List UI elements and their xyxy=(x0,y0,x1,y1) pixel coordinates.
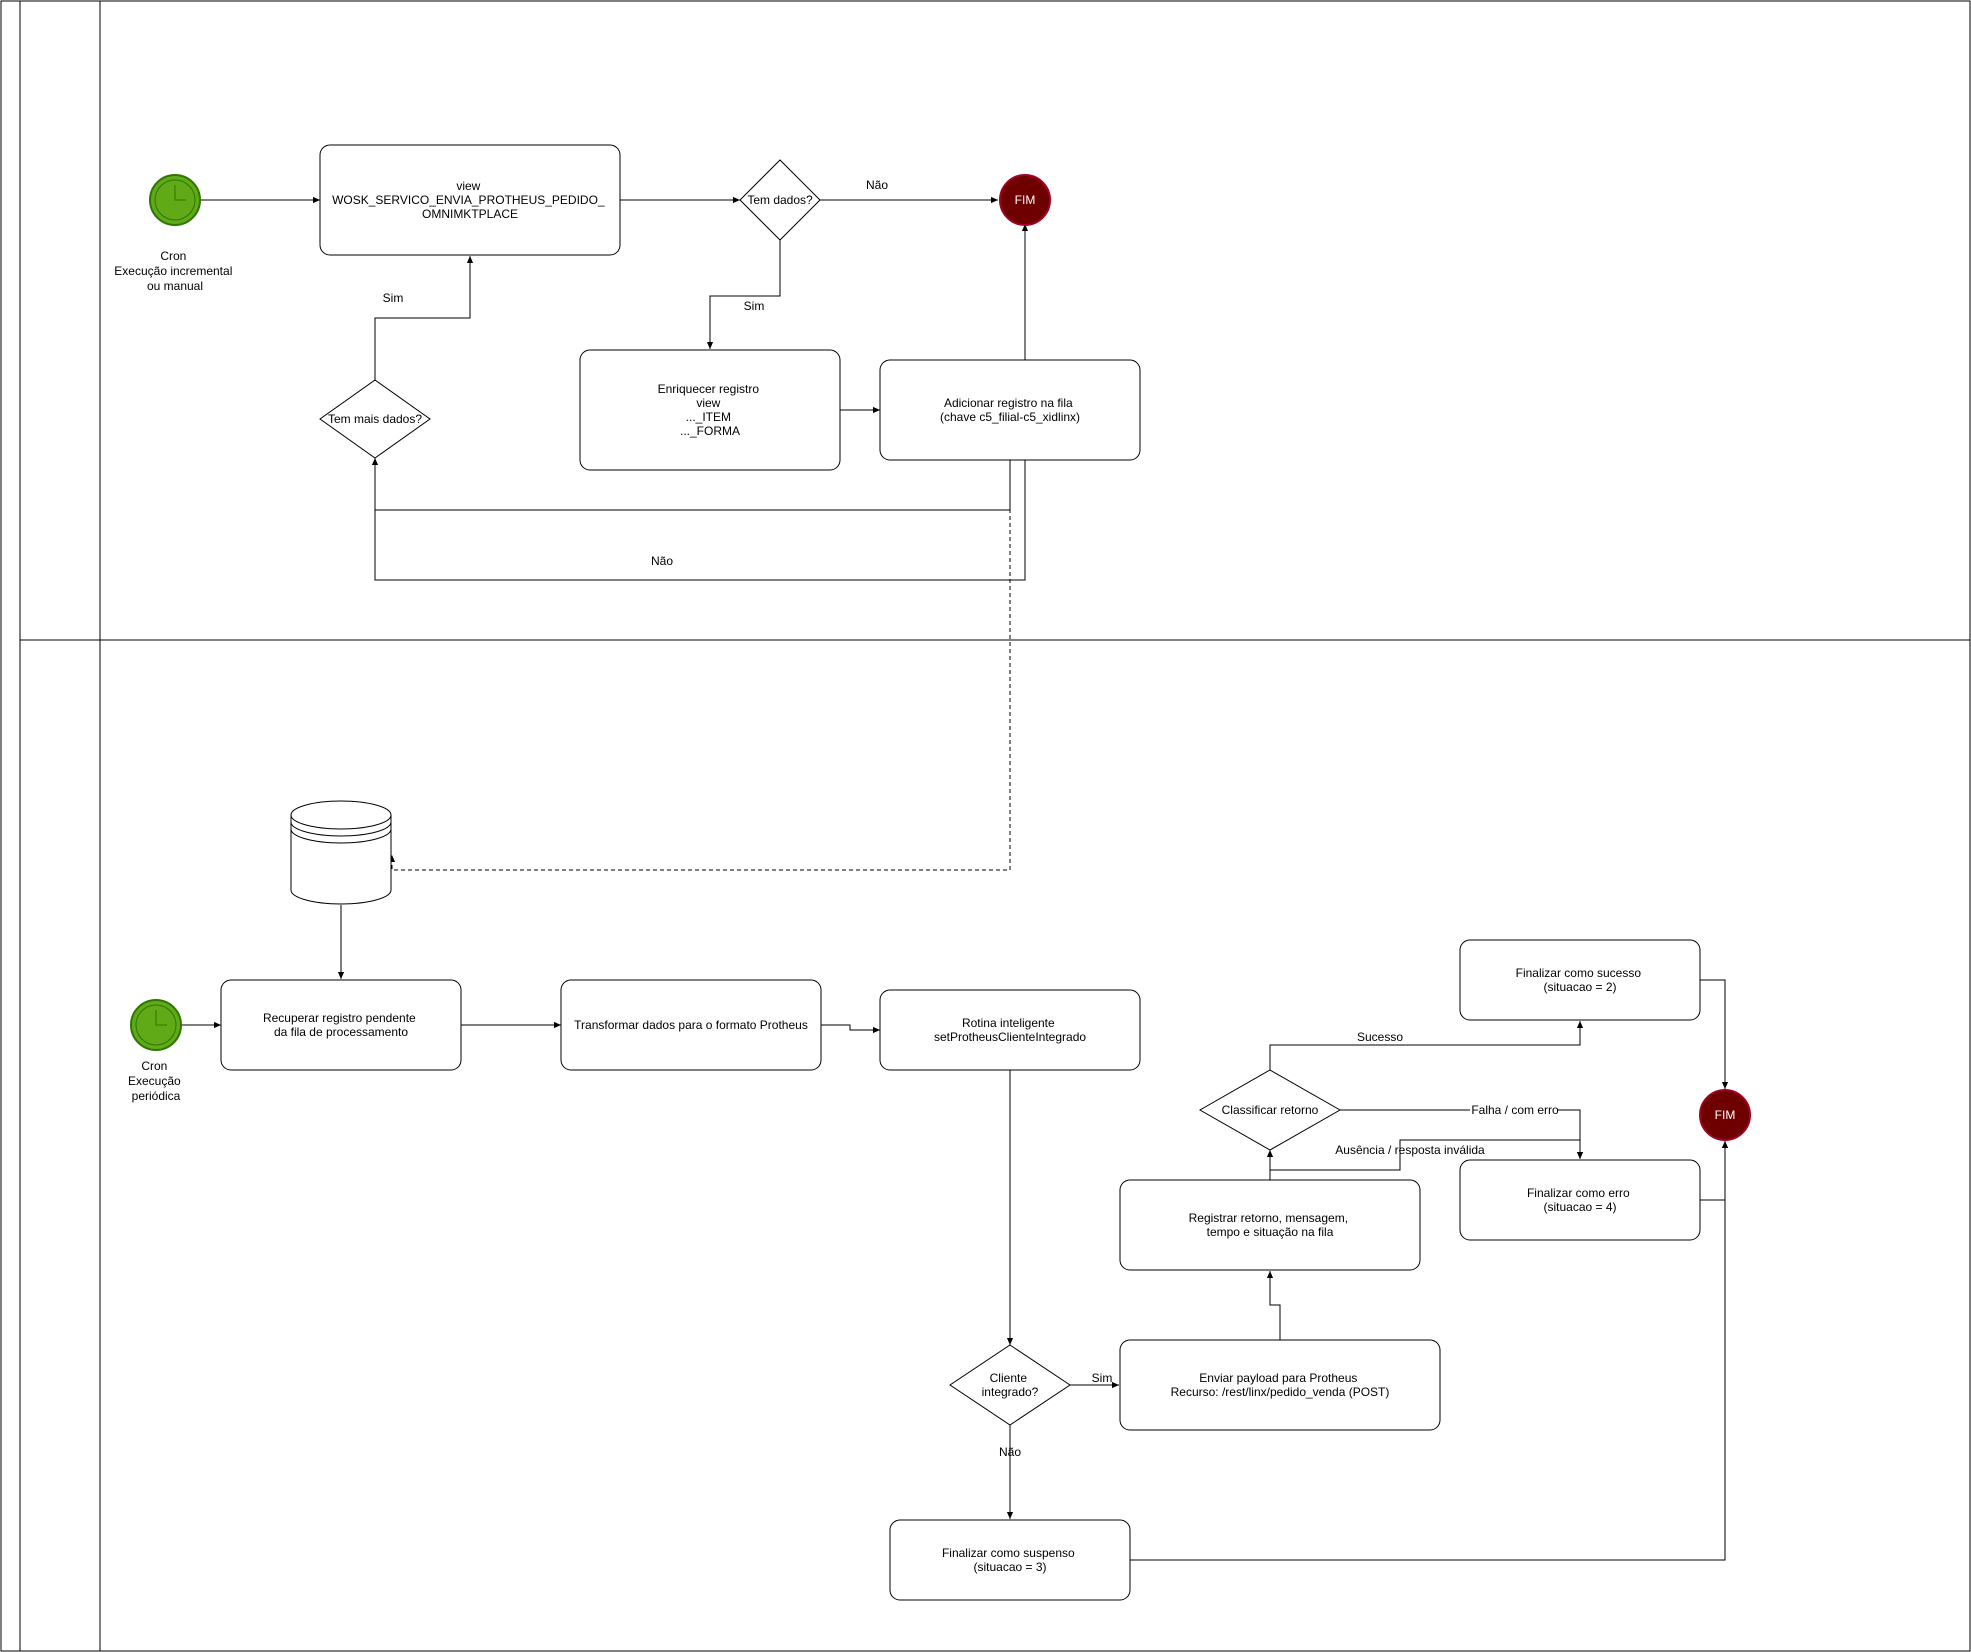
edge-more-data-yes xyxy=(374,256,474,380)
task-add-queue xyxy=(879,359,1141,461)
edge-has-data-yes xyxy=(706,240,781,349)
task-view-label: view WOSK_SERVICO_ENVIA_PROTHEUS_PEDIDO_… xyxy=(332,179,608,221)
task-routine xyxy=(879,989,1141,1071)
task-labels: view WOSK_SERVICO_ENVIA_PROTHEUS_PEDIDO_… xyxy=(263,179,1645,1574)
gateway-shapes xyxy=(319,159,1342,1426)
start-event-bottom-label: Cron Execução periódica xyxy=(128,1059,184,1103)
edge-send-to-register xyxy=(1266,1271,1281,1340)
edge-labels: Não Sim Sim Não Sim Não Sucesso Falha / … xyxy=(383,178,1559,1459)
clock-icon xyxy=(154,179,196,221)
datastore-body xyxy=(290,815,392,905)
gateway-classify-label: Classificar retorno xyxy=(1222,1103,1319,1117)
edge-error-to-fim xyxy=(1700,1141,1729,1201)
task-recover xyxy=(220,979,462,1071)
edge-label-fail-bg xyxy=(1470,1102,1558,1118)
task-register-label: Registrar retorno, mensagem, tempo e sit… xyxy=(1189,1211,1352,1239)
edge-label-yes-more: Sim xyxy=(383,291,404,305)
gateway-client-label: Cliente integrado? xyxy=(982,1371,1039,1399)
task-register xyxy=(1119,1179,1421,1271)
gateway-more-data xyxy=(319,379,431,459)
edge-label-no-client: Não xyxy=(999,1445,1021,1459)
clock-hands-icon xyxy=(155,1010,167,1026)
task-add-queue-label: Adicionar registro na fila (chave c5_fil… xyxy=(940,396,1080,424)
datastore-ring-1 xyxy=(290,821,392,837)
end-event-bottom-label: FIM xyxy=(1715,1108,1736,1122)
end-event-circle xyxy=(999,174,1051,226)
start-event-top: Cron Execução incremental ou manual xyxy=(114,174,235,293)
end-event-top-label: FIM xyxy=(1015,193,1036,207)
start-event-top-label: Cron Execução incremental ou manual xyxy=(114,249,235,293)
gateway-has-data xyxy=(739,159,821,241)
end-event-circle xyxy=(1699,1089,1751,1141)
task-success xyxy=(1459,939,1701,1021)
connectors xyxy=(181,196,1729,1561)
edge-transform-to-routine xyxy=(821,1024,880,1034)
edge-classify-absence xyxy=(1269,1139,1584,1180)
task-suspended xyxy=(889,1519,1131,1601)
edge-queue-to-datastore xyxy=(388,460,1011,871)
edge-label-yes-client: Sim xyxy=(1092,1371,1113,1385)
task-enrich xyxy=(579,349,841,471)
datastore-top xyxy=(290,800,392,830)
edge-success-to-fim xyxy=(1700,979,1729,1089)
edge-label-no-loop: Não xyxy=(651,554,673,568)
clock-hands-icon xyxy=(174,185,186,201)
gateway-classify xyxy=(1198,1069,1342,1151)
task-send-label: Enviar payload para Protheus Recurso: /r… xyxy=(1171,1371,1390,1399)
end-event-bottom: FIM xyxy=(1699,1089,1751,1141)
task-enrich-label: Enriquecer registro view ..._ITEM ..._FO… xyxy=(658,382,763,438)
task-transform xyxy=(560,979,822,1071)
edge-suspended-to-fim xyxy=(1130,1141,1729,1561)
task-shapes xyxy=(220,144,1701,1601)
task-transform-label: Transformar dados para o formato Protheu… xyxy=(574,1018,808,1032)
gateway-client xyxy=(949,1344,1071,1426)
edge-label-no-top: Não xyxy=(866,178,888,192)
task-send xyxy=(1119,1339,1441,1431)
gateway-has-data-label: Tem dados? xyxy=(747,193,813,207)
edge-label-absence: Ausência / resposta inválida xyxy=(1335,1143,1485,1157)
task-error-label: Finalizar como erro (situacao = 4) xyxy=(1527,1186,1633,1214)
start-event-bottom: Cron Execução periódica xyxy=(128,999,184,1103)
task-success-label: Finalizar como sucesso (situacao = 2) xyxy=(1516,966,1645,994)
end-event-top: FIM xyxy=(999,174,1051,226)
datastore-ring-2 xyxy=(290,828,392,844)
edge-label-yes-top: Sim xyxy=(744,299,765,313)
gateway-more-data-label: Tem mais dados? xyxy=(328,412,422,426)
edge-classify-success xyxy=(1269,1021,1584,1070)
task-error xyxy=(1459,1159,1701,1241)
task-suspended-label: Finalizar como suspenso (situacao = 3) xyxy=(942,1546,1078,1574)
task-view xyxy=(319,144,621,256)
queue-datastore xyxy=(290,800,392,905)
clock-icon xyxy=(135,1004,177,1046)
task-recover-label: Recuperar registro pendente da fila de p… xyxy=(263,1011,419,1039)
edge-label-success: Sucesso xyxy=(1357,1030,1403,1044)
gateway-labels: Tem dados? Tem mais dados? Cliente integ… xyxy=(328,193,1319,1399)
task-routine-label: Rotina inteligente setProtheusClienteInt… xyxy=(934,1016,1086,1044)
edge-label-fail: Falha / com erro xyxy=(1471,1103,1559,1117)
